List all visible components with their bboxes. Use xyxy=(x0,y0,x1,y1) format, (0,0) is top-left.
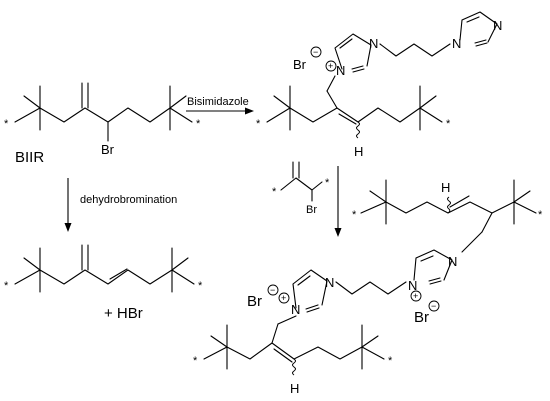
biir-bromine: Br xyxy=(101,142,115,157)
diene-end-star-left: * xyxy=(4,280,9,292)
bisimidazole-label: Bisimidazole xyxy=(187,96,249,108)
dehydrobromination-arrow: dehydrobromination xyxy=(64,178,177,232)
mono-product-n-3: N xyxy=(369,36,378,51)
bis-product-upper-star-left: * xyxy=(352,209,357,221)
mono-product-imidazole-n3: N xyxy=(493,18,502,33)
diene-structure: * * + HBr xyxy=(4,244,203,322)
mono-product-end-star-right: * xyxy=(446,118,451,130)
mono-product-n-plus: N xyxy=(336,63,345,78)
bis-product-lower-star-right: * xyxy=(388,355,393,367)
bis-product-left-plus: + xyxy=(281,293,286,303)
reagent-structure: * * Br xyxy=(272,161,330,216)
bis-product-right-n-1: N xyxy=(448,254,457,269)
bis-product-upper-star-right: * xyxy=(538,209,543,221)
bis-product-bromide-left: Br xyxy=(247,293,262,310)
bis-product-right-n-plus: N xyxy=(408,278,417,293)
bis-product-upper-vinyl-h: H xyxy=(441,180,450,195)
bis-product-bromide-right: Br xyxy=(414,309,429,326)
biir-end-star-right: * xyxy=(196,118,201,130)
reagent-bromine: Br xyxy=(306,204,317,216)
bis-product-lower-star-left: * xyxy=(193,355,198,367)
reagent-star-right: * xyxy=(325,177,330,189)
mono-product-end-star-left: * xyxy=(256,118,261,130)
mono-product-structure: H N N + N N Br − * * xyxy=(256,11,502,159)
hbr-byproduct: + HBr xyxy=(104,305,143,322)
reagent-star-left: * xyxy=(272,186,277,198)
second-step-arrow xyxy=(334,166,342,237)
bis-product-upper-unit: H * * xyxy=(352,179,543,253)
biir-label: BIIR xyxy=(15,149,44,166)
biir-structure: * * Br BIIR xyxy=(4,82,201,166)
bis-imidazolium-linker: N N + N N + Br − Br − xyxy=(247,249,457,344)
bis-product-left-minus: − xyxy=(270,285,275,295)
mono-product-minus-charge: − xyxy=(313,47,318,57)
mono-product-vinyl-h: H xyxy=(354,144,363,159)
bis-product-lower-vinyl-h: H xyxy=(290,381,299,396)
mono-product-imidazole-n1: N xyxy=(452,36,461,51)
bisimidazole-arrow: Bisimidazole xyxy=(186,96,254,115)
bis-product-lower-unit: H * * xyxy=(193,324,393,396)
mono-product-plus-charge: + xyxy=(328,61,333,71)
bis-product-left-n-3: N xyxy=(325,275,334,290)
bis-product-right-plus: + xyxy=(413,291,418,301)
biir-end-star-left: * xyxy=(4,118,9,130)
mono-product-bromide: Br xyxy=(293,57,307,72)
diene-end-star-right: * xyxy=(198,280,203,292)
bis-product-left-n-plus: N xyxy=(291,302,300,317)
bis-product-right-minus: − xyxy=(431,301,436,311)
dehydrobromination-label: dehydrobromination xyxy=(80,194,177,206)
